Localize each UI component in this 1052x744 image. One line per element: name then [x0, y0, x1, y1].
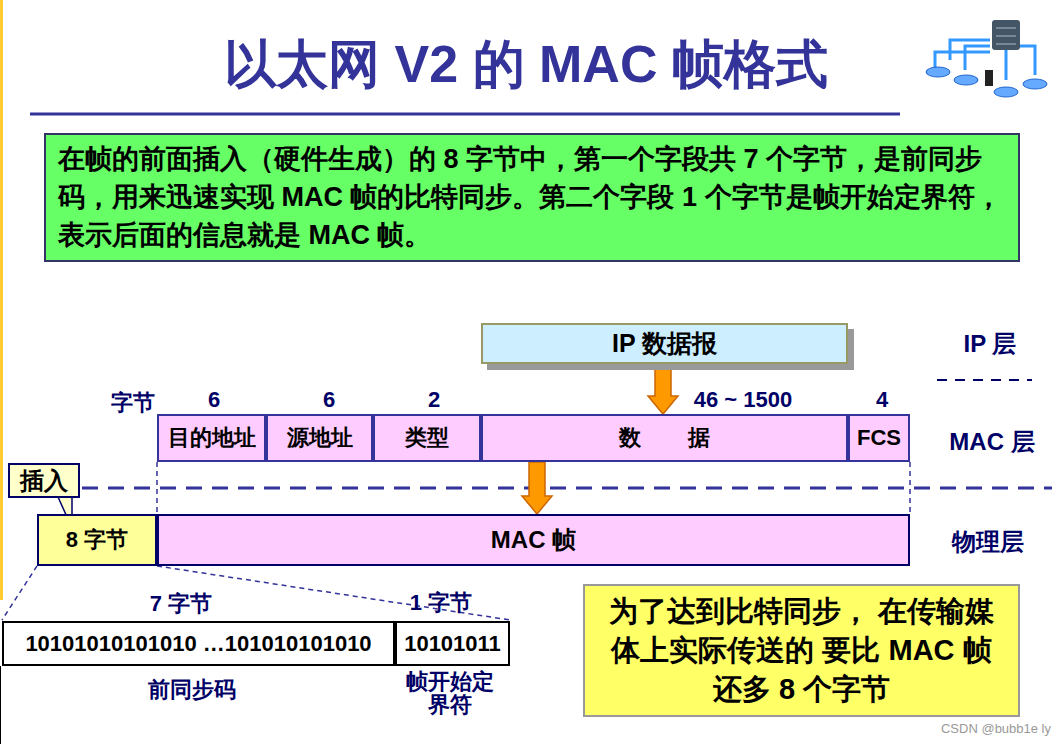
text-label: 6 — [208, 387, 220, 413]
node-text: 10101010101010 …101010101010 — [25, 631, 371, 657]
text-label: MAC 层 — [949, 426, 1034, 458]
text-label: 46 ~ 1500 — [694, 387, 792, 413]
node-text: 为了达到比特同步， 在传输媒体上实际传送的 要比 MAC 帧还多 8 个字节 — [603, 592, 1000, 709]
node-text: 源地址 — [287, 423, 353, 453]
bits-box: 10101010101010 …101010101010 — [2, 621, 395, 666]
note-box: 在帧的前面插入（硬件生成）的 8 字节中，第一个字段共 7 个字节，是前同步码，… — [44, 133, 1020, 262]
node-text: FCS — [857, 425, 901, 451]
field-box: 类型 — [373, 414, 481, 462]
node-text: 10101011 — [404, 631, 501, 657]
field-box: 目的地址 — [157, 414, 266, 462]
edge-bar — [0, 0, 3, 600]
callout-box: 插入 — [8, 463, 80, 498]
text-label: 前同步码 — [148, 675, 236, 705]
layer-divider — [937, 379, 1032, 381]
projection-line — [156, 462, 158, 514]
text-label: 7 字节 — [150, 589, 212, 619]
node-text: 8 字节 — [66, 525, 128, 555]
field-box: 源地址 — [266, 414, 373, 462]
projection-line — [909, 462, 911, 514]
title-rule — [30, 113, 900, 116]
field-box: FCS — [848, 414, 910, 462]
node-text: 类型 — [405, 423, 449, 453]
layer-divider — [82, 487, 1052, 490]
network-icon — [926, 20, 1047, 97]
segment-box: MAC 帧 — [157, 514, 910, 566]
block-arrow — [648, 364, 678, 414]
projection-line — [2, 566, 37, 620]
data-box: IP 数据报 — [481, 323, 848, 364]
field-box: 数 据 — [481, 414, 848, 462]
watermark: CSDN @bubb1e ly — [941, 721, 1051, 736]
text-label: 6 — [323, 387, 335, 413]
block-arrow — [522, 462, 552, 514]
segment-box: 8 字节 — [37, 514, 157, 566]
text-label: 帧开始定界符 — [404, 670, 496, 716]
bracket — [0, 666, 1, 744]
text-label: IP 层 — [964, 328, 1017, 360]
diagram-title: 以太网 V2 的 MAC 帧格式 — [0, 30, 1052, 100]
node-text: MAC 帧 — [491, 524, 576, 556]
node-text: 目的地址 — [168, 423, 256, 453]
node-text: 插入 — [20, 465, 68, 497]
text-label: 物理层 — [952, 526, 1024, 558]
text-label: 2 — [428, 387, 440, 413]
node-text: 在帧的前面插入（硬件生成）的 8 字节中，第一个字段共 7 个字节，是前同步码，… — [58, 141, 1006, 254]
bits-box: 10101011 — [395, 621, 510, 666]
note-box: 为了达到比特同步， 在传输媒体上实际传送的 要比 MAC 帧还多 8 个字节 — [583, 584, 1020, 717]
node-text: 数 据 — [619, 423, 709, 453]
text-label: 1 字节 — [410, 588, 472, 618]
node-text: IP 数据报 — [612, 327, 717, 360]
text-label: 4 — [876, 387, 888, 413]
text-label: 字节 — [111, 388, 155, 418]
